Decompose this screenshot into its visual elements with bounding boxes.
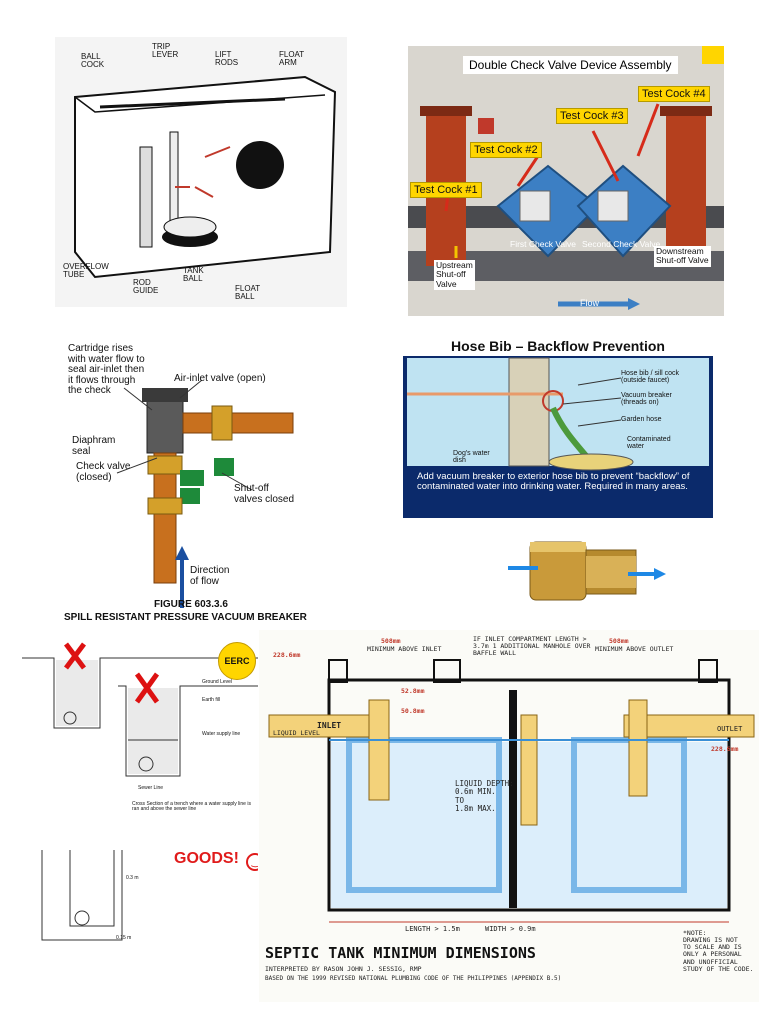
double-check-valve-panel: Double Check Valve Device Assembly Test … [408, 46, 724, 316]
test-cock-1: Test Cock #1 [410, 182, 482, 198]
downstream-shutoff-label: Downstream Shut-off Valve [654, 246, 711, 267]
dim-a-label: 0.3 m [126, 875, 139, 881]
smiley-icon: ‿ [246, 853, 258, 871]
double-check-title: Double Check Valve Device Assembly [463, 56, 678, 74]
label-tank-ball: TANK BALL [183, 266, 204, 284]
septic-subtitle-1: INTERPRETED BY RASON JOHN J. SESSIG, RMP [265, 965, 422, 973]
hose-bib-label: Hose bib / sill cock (outside faucet) [621, 370, 679, 385]
vacuum-breaker-panel: Cartridge rises with water flow to seal … [62, 338, 324, 628]
label-overflow-tube: OVERFLOW TUBE [63, 262, 109, 280]
figure-number: FIGURE 603.3.6 [154, 599, 228, 610]
test-cock-3: Test Cock #3 [556, 108, 628, 124]
label-trip-lever: TRIP LEVER [152, 42, 179, 60]
dog-dish-label: Dog's water dish [453, 450, 490, 465]
flow-label: Flow [580, 298, 600, 308]
vacuum-breaker-drawing [116, 379, 294, 608]
figure-caption: SPILL RESISTANT PRESSURE VACUUM BREAKER [64, 612, 307, 623]
test-cock-2: Test Cock #2 [470, 142, 542, 158]
toilet-tank-panel: BALL COCK TRIP LEVER LIFT RODS FLOAT ARM… [55, 37, 347, 307]
air-inlet-label: Air-inlet valve (open) [174, 373, 266, 384]
earth-fill-label: Earth fill [202, 697, 221, 703]
goods-label: GOODS! ‿ [174, 850, 258, 871]
first-check-valve-label: First Check Valve [510, 239, 576, 249]
brass-vacuum-breaker-photo [508, 528, 668, 614]
dim-height-left: 228.6mm [273, 651, 301, 659]
length-dim: LENGTH > 1.5m [405, 925, 460, 933]
label-rod-guide: ROD GUIDE [133, 278, 159, 296]
liquid-depth-label: LIQUID DEPTH: 0.6m MIN. TO 1.8m MAX. [455, 779, 514, 813]
vacuum-breaker-label: Vacuum breaker (threads on) [621, 392, 672, 407]
dim-top-right: 508mm [609, 637, 629, 645]
dim-top-left-note: MINIMUM ABOVE INLET [367, 645, 442, 653]
label-float-ball: FLOAT BALL [235, 284, 261, 302]
cartridge-label: Cartridge rises with water flow to seal … [68, 343, 145, 396]
dim-height-right: 228.6mm [711, 745, 739, 753]
eerc-logo: EERC [218, 642, 256, 680]
width-dim: WIDTH > 0.9m [485, 925, 536, 933]
check-valve-label: Check valve (closed) [76, 461, 131, 483]
sewer-trench-panel: EERC Ground Level Earth fill Water suppl… [22, 640, 258, 1006]
liquid-level-label: LIQUID LEVEL [273, 729, 320, 737]
test-cock-4: Test Cock #4 [638, 86, 710, 102]
dim-baffle: 52.8mm [401, 687, 425, 695]
outlet-label: OUTLET [717, 725, 743, 733]
manhole-note: IF INLET COMPARTMENT LENGTH > 3.7m 1 ADD… [473, 635, 591, 658]
shutoff-label: Shut-off valves closed [234, 483, 295, 505]
septic-tank-drawing [268, 659, 755, 923]
direction-label: Direction of flow [190, 565, 230, 587]
septic-note: *NOTE: DRAWING IS NOT TO SCALE AND IS ON… [683, 929, 754, 973]
hose-bib-title: Hose Bib – Backflow Prevention [403, 336, 713, 356]
eerc-logo-text: EERC [224, 656, 250, 666]
septic-title: SEPTIC TANK MINIMUM DIMENSIONS [265, 944, 536, 962]
goods-text: GOODS! [174, 850, 239, 867]
ground-level-label: Ground Level [202, 679, 233, 685]
contaminated-label: Contaminated water [627, 436, 671, 451]
septic-subtitle-2: BASED ON THE 1999 REVISED NATIONAL PLUMB… [265, 975, 562, 982]
hose-bib-drawing [407, 357, 634, 471]
upstream-shutoff-label: Upstream Shut-off Valve [434, 260, 475, 291]
cross-section-label: Cross Section of a trench where a water … [132, 801, 251, 813]
hose-bib-caption: Add vacuum breaker to exterior hose bib … [417, 471, 690, 492]
dim-top-left: 508mm [381, 637, 401, 645]
label-lift-rods: LIFT RODS [215, 50, 239, 68]
brand-corner-logo [702, 46, 724, 64]
diaphragm-label: Diaphram seal [72, 435, 116, 457]
second-check-valve-label: Second Check Valve [582, 239, 661, 249]
sewer-line-label: Sewer Line [138, 785, 164, 791]
trench-drawings [22, 642, 258, 941]
label-float-arm: FLOAT ARM [279, 50, 305, 68]
inlet-label: INLET [317, 721, 342, 730]
garden-hose-label: Garden hose [621, 416, 662, 423]
toilet-tank-drawing [74, 75, 337, 279]
dim-invert: 50.8mm [401, 707, 425, 715]
dim-b-label: 0.15 m [116, 935, 132, 941]
septic-tank-panel: 508mm MINIMUM ABOVE INLET 508mm MINIMUM … [259, 630, 759, 1002]
dim-top-right-note: MINIMUM ABOVE OUTLET [595, 645, 674, 653]
hose-bib-panel: Hose Bib – Backflow Prevention Hose bib … [403, 336, 713, 518]
label-ball-cock: BALL COCK [81, 52, 105, 70]
water-supply-label: Water supply line [202, 731, 241, 737]
